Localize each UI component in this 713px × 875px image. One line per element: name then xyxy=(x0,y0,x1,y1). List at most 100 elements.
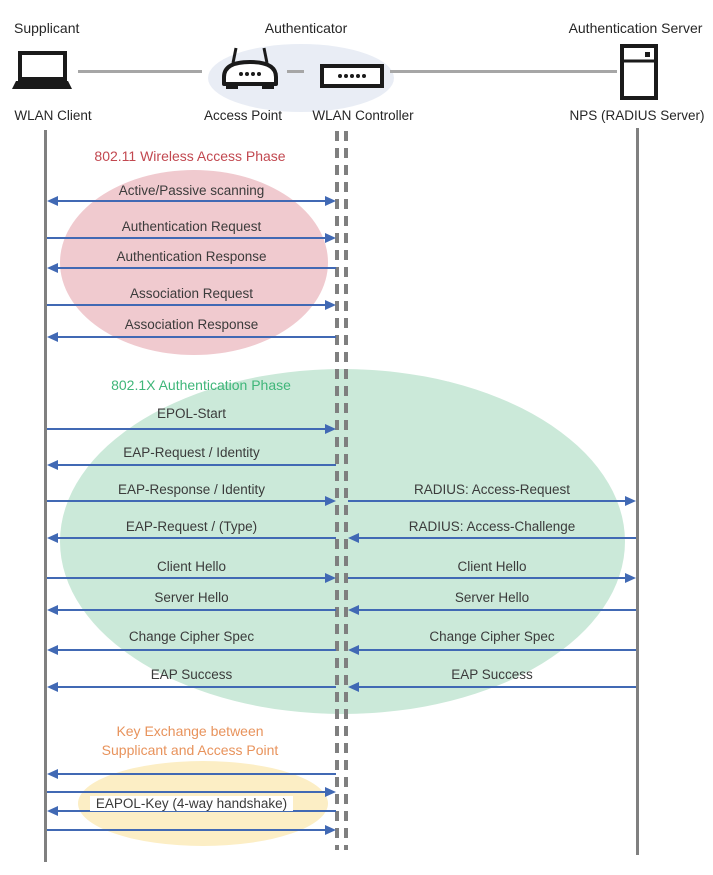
arrow-line xyxy=(357,537,636,539)
phase-title-key-exchange-line2: Supplicant and Access Point xyxy=(101,742,279,758)
arrow-line xyxy=(56,267,336,269)
message-label: Client Hello xyxy=(57,559,326,574)
message-arrow-right xyxy=(348,573,636,583)
message-arrow-right xyxy=(47,233,336,243)
arrowhead-right-icon xyxy=(325,573,336,583)
server-lifeline xyxy=(636,128,639,855)
message-arrow-left xyxy=(348,682,636,692)
arrowhead-left-icon xyxy=(47,460,58,470)
message-label-text: Client Hello xyxy=(156,559,227,574)
message-label: Change Cipher Spec xyxy=(57,629,326,644)
arrowhead-left-icon xyxy=(47,263,58,273)
message-label-text: Authentication Request xyxy=(121,219,262,234)
message-arrow-left xyxy=(47,605,336,615)
arrowhead-left-icon xyxy=(348,682,359,692)
message-label: EAPOL-Key (4-way handshake) xyxy=(57,796,326,811)
message-label-text: Server Hello xyxy=(154,590,229,605)
arrow-line xyxy=(47,829,327,831)
message-label-text: EAP-Response / Identity xyxy=(117,482,266,497)
message-label-text: EAP-Request / (Type) xyxy=(125,519,258,534)
message-arrow-right xyxy=(47,300,336,310)
device-label-nps-radius-server: NPS (RADIUS Server) xyxy=(569,108,705,123)
connector-line xyxy=(78,70,202,73)
message-label-text: Change Cipher Spec xyxy=(128,629,255,644)
message-label-text: EAPOL-Key (4-way handshake) xyxy=(89,796,294,811)
arrowhead-right-icon xyxy=(625,496,636,506)
message-label-text: Client Hello xyxy=(457,559,527,574)
connector-dash xyxy=(287,70,304,73)
arrow-line xyxy=(357,649,636,651)
message-label-text: Active/Passive scanning xyxy=(118,183,265,198)
message-label: EAP-Response / Identity xyxy=(57,482,326,497)
arrow-line xyxy=(56,537,336,539)
phase-title-key-exchange: Key Exchange between Supplicant and Acce… xyxy=(60,722,320,760)
arrowhead-left-icon xyxy=(348,533,359,543)
message-arrow-right xyxy=(47,787,336,797)
arrowhead-right-icon xyxy=(325,196,336,206)
arrowhead-right-icon xyxy=(325,424,336,434)
arrowhead-left-icon xyxy=(47,645,58,655)
arrow-line xyxy=(56,200,327,202)
phase-title-key-exchange-line1: Key Exchange between xyxy=(116,723,264,739)
arrowhead-right-icon xyxy=(325,496,336,506)
phase-ellipse-8021x xyxy=(60,369,625,714)
arrow-line xyxy=(357,609,636,611)
message-label: Client Hello xyxy=(358,559,626,574)
message-arrow-right xyxy=(47,825,336,835)
device-label-wlan-client: WLAN Client xyxy=(14,108,92,123)
message-label: Association Response xyxy=(57,317,326,332)
message-arrow-left xyxy=(348,645,636,655)
server-icon xyxy=(620,44,658,100)
controller-lifeline-dashed-1 xyxy=(335,131,339,850)
message-label: Association Request xyxy=(57,286,326,301)
message-label-text: EAP-Request / Identity xyxy=(123,445,260,460)
arrowhead-left-icon xyxy=(47,533,58,543)
arrow-line xyxy=(348,577,627,579)
controller-lifeline-dashed-2 xyxy=(344,131,348,850)
arrowhead-left-icon xyxy=(47,605,58,615)
message-label-text: Authentication Response xyxy=(116,249,267,264)
message-arrow-right xyxy=(47,496,336,506)
message-label: EAP-Request / (Type) xyxy=(57,519,326,534)
arrowhead-right-icon xyxy=(325,233,336,243)
arrowhead-left-icon xyxy=(47,196,58,206)
message-label: Change Cipher Spec xyxy=(358,629,626,644)
message-arrow-right xyxy=(348,496,636,506)
message-arrow-left xyxy=(47,682,336,692)
arrowhead-left-icon xyxy=(348,645,359,655)
message-arrow-left xyxy=(47,645,336,655)
message-arrow-left xyxy=(47,263,336,273)
arrowhead-left-icon xyxy=(47,682,58,692)
arrow-line xyxy=(56,810,336,812)
arrow-line xyxy=(348,500,627,502)
arrow-line xyxy=(56,773,336,775)
connector-line xyxy=(390,70,617,73)
arrowhead-left-icon xyxy=(47,806,58,816)
message-label-text: Association Response xyxy=(124,317,259,332)
message-arrow-left xyxy=(47,769,336,779)
message-label-text: Change Cipher Spec xyxy=(429,629,555,644)
role-label-supplicant: Supplicant xyxy=(14,20,80,36)
message-arrow-left xyxy=(47,332,336,342)
message-arrow-left xyxy=(348,605,636,615)
arrowhead-left-icon xyxy=(47,769,58,779)
message-label: Authentication Response xyxy=(57,249,326,264)
message-label: RADIUS: Access-Challenge xyxy=(358,519,626,534)
role-label-authentication-server: Authentication Server xyxy=(568,20,703,36)
access-point-icon xyxy=(222,47,278,89)
message-label: EPOL-Start xyxy=(57,406,326,421)
role-label-authenticator: Authenticator xyxy=(264,20,348,36)
message-label-text: Association Request xyxy=(129,286,254,301)
arrow-line xyxy=(47,500,327,502)
arrow-line xyxy=(47,304,327,306)
phase-title-8021x: 802.1X Authentication Phase xyxy=(111,377,291,393)
message-arrow-left xyxy=(47,533,336,543)
message-label: RADIUS: Access-Request xyxy=(358,482,626,497)
message-arrow-left xyxy=(348,533,636,543)
arrow-line xyxy=(47,577,327,579)
message-arrow-both xyxy=(47,196,336,206)
arrow-line xyxy=(56,464,336,466)
message-label: EAP Success xyxy=(358,667,626,682)
message-arrow-left xyxy=(47,460,336,470)
